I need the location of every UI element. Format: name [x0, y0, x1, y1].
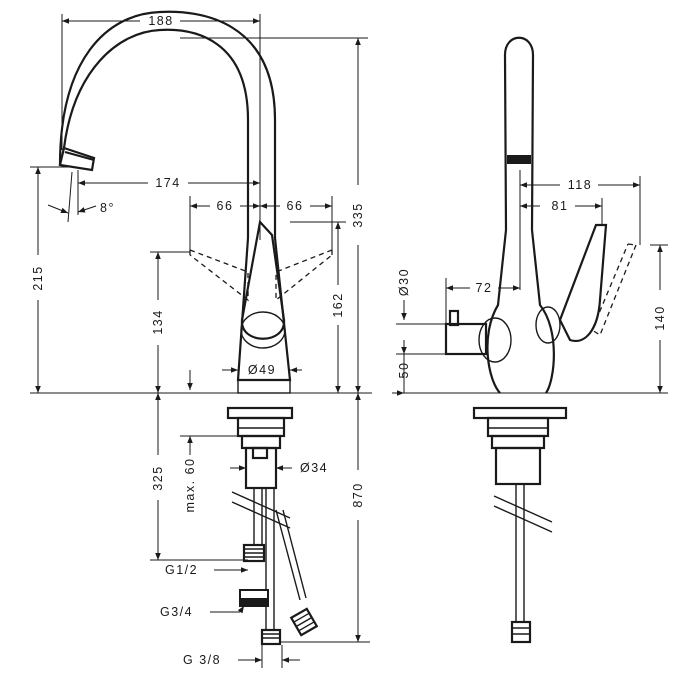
dim-188: 188	[148, 14, 173, 28]
dim-118: 118	[568, 178, 592, 192]
front-view: 188 174 8° 66 66 335 215 134 162 Ø49 325…	[30, 10, 372, 668]
dim-g38: G 3/8	[183, 653, 221, 667]
dim-325: 325	[151, 465, 165, 490]
spout	[58, 10, 277, 238]
side-body	[444, 223, 637, 394]
side-spout	[503, 36, 535, 231]
dim-81: 81	[552, 199, 569, 213]
side-underside	[472, 406, 568, 644]
dim-870: 870	[351, 482, 365, 507]
dim-72: 72	[476, 281, 493, 295]
front-dimension-lines	[30, 14, 370, 668]
dim-angle: 8°	[100, 201, 115, 215]
dim-lever-right: 66	[287, 199, 304, 213]
dim-shank-diameter: Ø34	[300, 461, 328, 475]
faucet-body	[189, 219, 333, 394]
front-dimension-labels: 188 174 8° 66 66 335 215 134 162 Ø49 325…	[31, 14, 365, 667]
side-dimension-lines	[396, 170, 668, 393]
dim-174: 174	[155, 176, 180, 190]
dim-lever-left: 66	[217, 199, 234, 213]
dim-335: 335	[351, 202, 365, 227]
dim-base-diameter: Ø49	[248, 363, 276, 377]
dim-g34: G3/4	[160, 605, 193, 619]
dim-knob-diameter: Ø30	[397, 268, 411, 296]
dim-140: 140	[653, 305, 667, 330]
dim-max-60: max. 60	[183, 458, 197, 513]
dim-162: 162	[331, 292, 345, 317]
side-view: 118 81 72 Ø30 50 140	[392, 36, 668, 644]
dim-215: 215	[31, 265, 45, 290]
dim-134: 134	[151, 309, 165, 334]
dim-50: 50	[397, 362, 411, 379]
dim-g12: G1/2	[165, 563, 198, 577]
side-dimension-labels: 118 81 72 Ø30 50 140	[397, 178, 667, 378]
underside-fixings	[226, 406, 319, 646]
